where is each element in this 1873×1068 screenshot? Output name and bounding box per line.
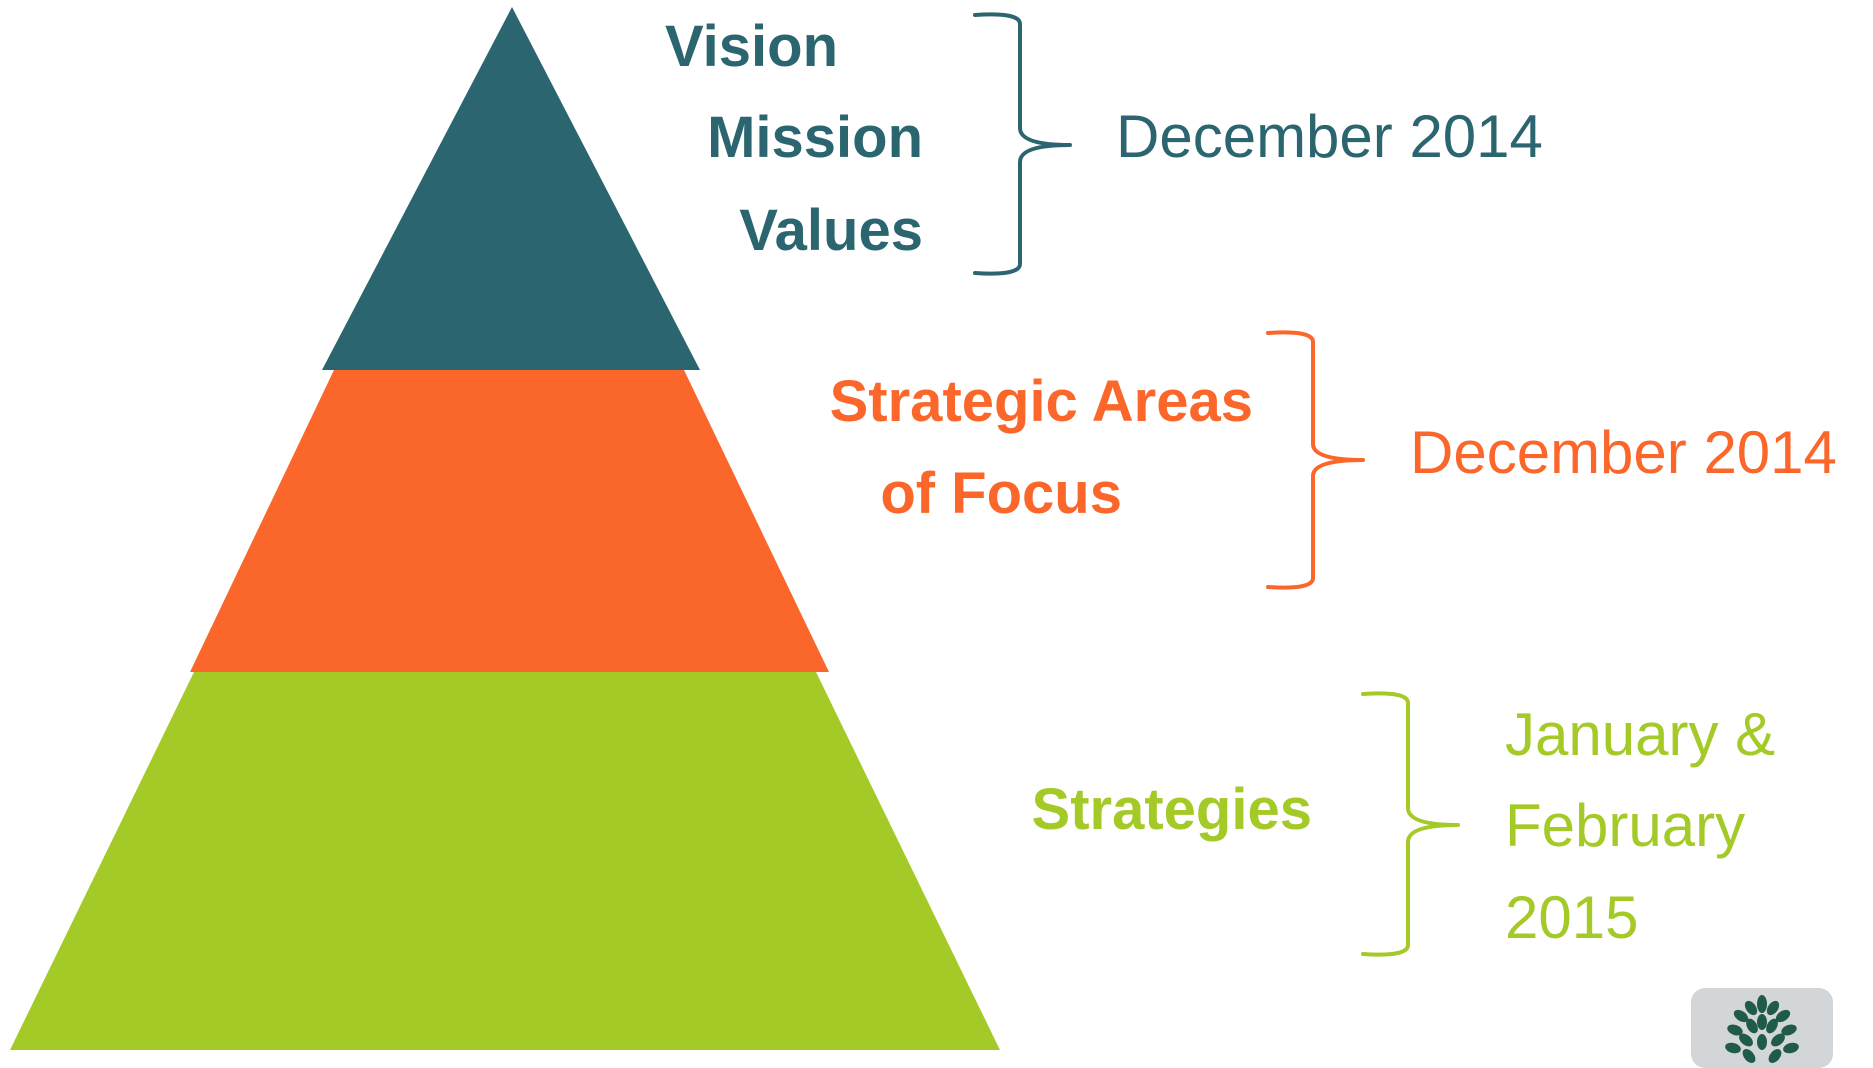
tree-logo-icon [1725, 995, 1799, 1063]
tier-date-bottom-line1: January & [1505, 701, 1776, 768]
tier-date-bottom-line2: February [1505, 792, 1746, 859]
pyramid-tier-bottom [10, 672, 1000, 1050]
tier-label-values: Values [739, 198, 923, 263]
brace-bottom [1361, 691, 1460, 957]
tier-date-bottom-line3: 2015 [1505, 884, 1639, 951]
pyramid-tier-top [322, 7, 700, 370]
tier-label-mission: Mission [707, 105, 923, 170]
pyramid-tier-middle [190, 370, 829, 672]
tier-label-strategies: Strategies [1031, 777, 1312, 842]
tier-label-vision: Vision [665, 14, 838, 79]
tier-label-of-focus: of Focus [880, 461, 1122, 526]
brace-top [973, 12, 1072, 276]
tier-date-top: December 2014 [1116, 103, 1543, 170]
tier-date-middle: December 2014 [1410, 419, 1837, 486]
logo [1691, 988, 1833, 1068]
tier-label-strategic-areas: Strategic Areas [829, 369, 1253, 434]
brace-middle [1266, 330, 1365, 590]
